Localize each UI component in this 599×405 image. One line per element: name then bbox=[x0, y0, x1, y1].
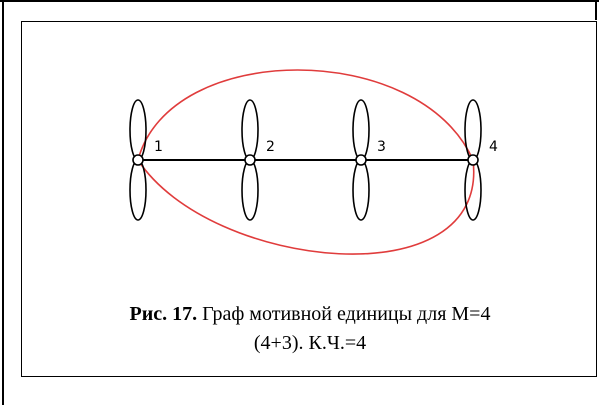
frame-top-border bbox=[0, 0, 599, 2]
node-1-lower-petal bbox=[129, 159, 147, 221]
graph-edges bbox=[137, 69, 475, 255]
node-2 bbox=[244, 154, 256, 166]
graph-nodes bbox=[132, 154, 479, 166]
node-2-lower-petal bbox=[241, 159, 259, 221]
figure-caption-line1: Рис. 17. Граф мотивной единицы для M=4 bbox=[40, 303, 580, 326]
frame-right-border bbox=[595, 0, 597, 20]
loop-upper-arc bbox=[137, 69, 474, 161]
node-2-upper-petal bbox=[241, 99, 259, 161]
node-4-upper-petal bbox=[464, 99, 482, 161]
node-3-upper-petal bbox=[352, 99, 370, 161]
figure-number: Рис. 17. bbox=[129, 303, 198, 325]
node-4 bbox=[467, 154, 479, 166]
frame-left-border bbox=[2, 0, 4, 405]
node-2-label: 2 bbox=[266, 139, 275, 155]
figure-caption-text: Граф мотивной единицы для M=4 bbox=[202, 303, 491, 325]
node-3-label: 3 bbox=[377, 139, 386, 155]
figure-caption-line2: (4+3). К.Ч.=4 bbox=[253, 332, 367, 354]
node-4-label: 4 bbox=[489, 139, 498, 155]
node-1 bbox=[132, 154, 144, 166]
node-1-upper-petal bbox=[129, 99, 147, 161]
node-3-lower-petal bbox=[352, 159, 370, 221]
loop-lower-arc bbox=[137, 159, 475, 255]
graph-labels: 1 2 3 4 bbox=[154, 139, 498, 155]
figure-panel bbox=[21, 21, 597, 377]
node-3 bbox=[355, 154, 367, 166]
node-1-label: 1 bbox=[154, 139, 163, 155]
